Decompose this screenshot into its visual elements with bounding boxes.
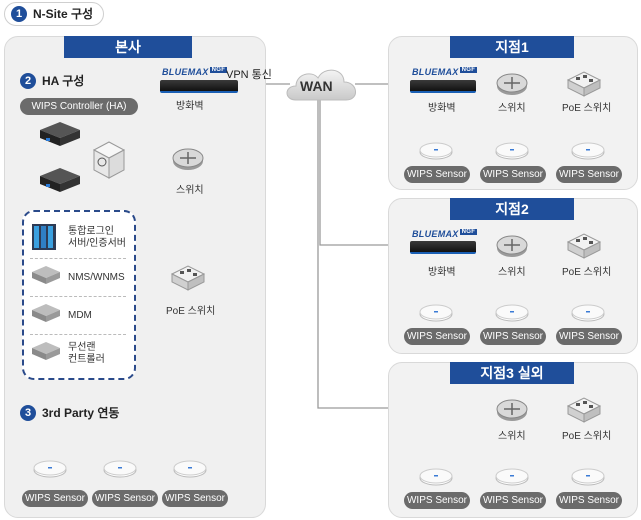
wips-sensor-label: WIPS Sensor (556, 492, 622, 509)
server-divider (30, 258, 126, 259)
section-label: HA 구성 (42, 74, 85, 88)
branch3-switch-label: 스위치 (498, 431, 526, 442)
wips-sensor-label: WIPS Sensor (556, 328, 622, 345)
branch1-panel (388, 36, 638, 190)
server-label-nms: NMS/WNMS (68, 272, 125, 283)
sensor-icon (571, 468, 605, 486)
wips-controller-label: WIPS Controller (HA) (20, 98, 138, 115)
brand-text: BLUEMAX (412, 67, 459, 77)
wips-sensor-label: WIPS Sensor (404, 166, 470, 183)
section-ha-label: 2 HA 구성 (14, 70, 94, 92)
brand-text: BLUEMAX (162, 67, 209, 77)
branch2-title: 지점2 (450, 198, 574, 220)
wips-sensor-label: WIPS Sensor (556, 166, 622, 183)
branch3-poe-switch-label: PoE 스위치 (562, 431, 612, 442)
branch3-title: 지점3 실외 (450, 362, 574, 384)
server-divider (30, 334, 126, 335)
branch2-switch-icon (496, 235, 528, 257)
sensor-icon (419, 468, 453, 486)
branch1-title: 지점1 (450, 36, 574, 58)
section-number: 3 (20, 404, 36, 421)
wips-sensor-label: WIPS Sensor (92, 490, 158, 507)
sensor-icon (571, 304, 605, 322)
branch2-poe-switch-icon (566, 233, 602, 259)
branch2-firewall-icon (410, 241, 476, 254)
branch3-switch-icon (496, 399, 528, 421)
branch3-poe-switch-icon (566, 397, 602, 423)
branch1-poe-switch-icon (566, 71, 602, 97)
sensor-icon (495, 468, 529, 486)
wips-sensor-label: WIPS Sensor (404, 492, 470, 509)
sensor-icon (495, 142, 529, 160)
brand-tag: NGF (459, 229, 478, 235)
sensor-icon (33, 460, 67, 478)
wips-sensor-label: WIPS Sensor (480, 166, 546, 183)
hq-switch-label: 스위치 (176, 185, 204, 196)
hq-poe-switch-label: PoE 스위치 (166, 306, 216, 317)
login-server-icon (32, 224, 56, 250)
wips-appliance-icon (92, 141, 126, 179)
server-label-login: 통합로그인 서버/인증서버 (68, 226, 126, 249)
vpn-label: VPN 통신 (226, 69, 272, 81)
wlan-controller-icon (32, 342, 60, 360)
sensor-icon (571, 142, 605, 160)
server-divider (30, 296, 126, 297)
section-label: N-Site 구성 (33, 7, 94, 21)
hq-firewall-icon (160, 80, 238, 93)
mdm-server-icon (32, 304, 60, 322)
server-label-wlan: 무선랜 컨트롤러 (68, 342, 105, 365)
section-n-site-label: 1 N-Site 구성 (4, 2, 105, 26)
wips-sensor-label: WIPS Sensor (480, 328, 546, 345)
sensor-icon (419, 304, 453, 322)
brand-tag: NGF (459, 67, 478, 73)
server-label-mdm: MDM (68, 310, 92, 321)
wips-sensor-label: WIPS Sensor (480, 492, 546, 509)
brand-tag: NGF (209, 67, 228, 73)
branch2-switch-label: 스위치 (498, 267, 526, 278)
wan-label: WAN (300, 78, 333, 94)
hq-title: 본사 (64, 36, 192, 58)
section-label: 3rd Party 연동 (42, 406, 120, 420)
hq-switch-icon (172, 148, 204, 170)
branch1-firewall-icon (410, 80, 476, 93)
wan-cloud-icon (286, 69, 356, 101)
sensor-icon (103, 460, 137, 478)
sensor-icon (495, 304, 529, 322)
sensor-icon (419, 142, 453, 160)
section-3rd-party-label: 3 3rd Party 연동 (14, 402, 129, 424)
section-number: 2 (20, 72, 36, 89)
sensor-icon (173, 460, 207, 478)
wips-sensor-label: WIPS Sensor (22, 490, 88, 507)
nms-server-icon (32, 266, 60, 284)
branch2-firewall-label: 방화벽 (428, 267, 456, 278)
branch1-switch-label: 스위치 (498, 103, 526, 114)
hq-poe-switch-icon (170, 265, 206, 291)
branch1-poe-switch-label: PoE 스위치 (562, 103, 612, 114)
brand-text: BLUEMAX (412, 229, 459, 239)
section-number: 1 (11, 5, 27, 22)
wips-controller-servers-icon (40, 122, 80, 192)
hq-firewall-label: 방화벽 (176, 101, 204, 112)
branch2-poe-switch-label: PoE 스위치 (562, 267, 612, 278)
wips-sensor-label: WIPS Sensor (162, 490, 228, 507)
branch1-switch-icon (496, 73, 528, 95)
wips-sensor-label: WIPS Sensor (404, 328, 470, 345)
branch1-firewall-label: 방화벽 (428, 103, 456, 114)
